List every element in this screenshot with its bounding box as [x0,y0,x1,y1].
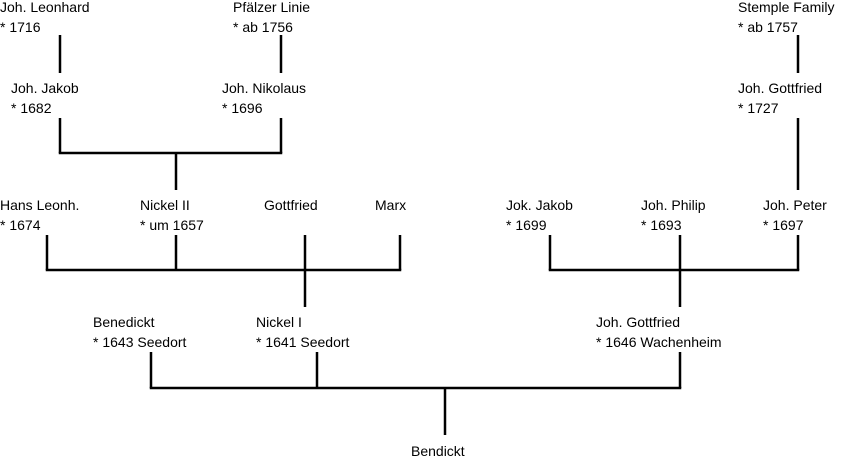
person-nickel-i: Nickel I * 1641 Seedort [256,312,349,352]
person-name: Hans Leonh. [0,197,80,213]
person-birth: * 1693 [641,217,682,233]
person-pfaelzer-linie: Pfälzer Linie * ab 1756 [233,0,310,37]
person-name: Nickel II [140,197,190,213]
person-joh-leonhard: Joh. Leonhard * 1716 [0,0,90,37]
person-stemple-family: Stemple Family * ab 1757 [738,0,834,37]
person-birth: * 1643 Seedort [93,334,187,350]
person-name: Pfälzer Linie [233,0,311,15]
person-birth: * 1646 Wachenheim [596,334,722,350]
person-name: Joh. Jakob [11,80,79,96]
person-bendickt: Bendickt [411,441,465,461]
person-nickel-ii: Nickel II * um 1657 [140,195,204,235]
person-joh-gottfried-1727: Joh. Gottfried * 1727 [738,78,822,118]
person-name: Stemple Family [738,0,835,15]
person-name: Joh. Leonhard [0,0,90,15]
person-birth: * 1697 [763,217,804,233]
person-name: Joh. Peter [763,197,827,213]
person-hans-leonh: Hans Leonh. * 1674 [0,195,79,235]
person-name: Joh. Nikolaus [222,80,307,96]
person-name: Jok. Jakob [506,197,573,213]
person-joh-philip: Joh. Philip * 1693 [641,195,706,235]
person-name: Joh. Gottfried [596,314,681,330]
person-marx: Marx [375,195,406,215]
person-birth: * 1641 Seedort [256,334,350,350]
person-birth: * um 1657 [140,217,204,233]
person-birth: * ab 1757 [738,19,798,35]
person-name: Marx [375,197,407,213]
person-birth: * 1716 [0,19,41,35]
person-name: Joh. Philip [641,197,706,213]
person-birth: * 1674 [0,217,41,233]
person-name: Benedickt [93,314,155,330]
person-joh-jakob: Joh. Jakob * 1682 [11,78,79,118]
person-gottfried: Gottfried [264,195,318,215]
person-jok-jakob: Jok. Jakob * 1699 [506,195,573,235]
person-joh-peter: Joh. Peter * 1697 [763,195,827,235]
person-birth: * 1699 [506,217,547,233]
person-benedickt: Benedickt * 1643 Seedort [93,312,186,352]
person-name: Joh. Gottfried [738,80,823,96]
person-joh-gottfried-1646: Joh. Gottfried * 1646 Wachenheim [596,312,722,352]
person-joh-nikolaus: Joh. Nikolaus * 1696 [222,78,306,118]
person-birth: * 1727 [738,100,779,116]
person-birth: * 1682 [11,100,52,116]
person-name: Nickel I [256,314,302,330]
person-birth: * ab 1756 [233,19,293,35]
person-name: Bendickt [411,443,465,459]
person-birth: * 1696 [222,100,263,116]
person-name: Gottfried [264,197,318,213]
